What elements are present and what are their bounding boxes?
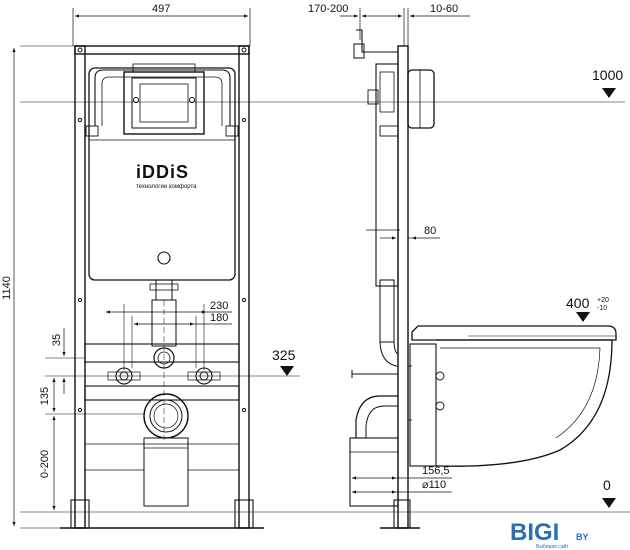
watermark-logo: BIGI BY Выбирая сайт <box>510 519 589 550</box>
brand-name: iDDiS <box>136 162 189 182</box>
level-marker-400 <box>576 312 590 322</box>
frame-top-bar <box>74 45 250 55</box>
dim-height-total: 1140 <box>1 276 13 300</box>
dim-wall-offset: 10-60 <box>430 3 458 15</box>
mark-325-label: 325 <box>272 347 296 363</box>
crossbar-bottom <box>84 385 240 401</box>
mark-1000-label: 1000 <box>592 67 623 83</box>
dim-180: 180 <box>210 312 228 324</box>
cistern-valve <box>157 251 171 265</box>
side-waste-pipe <box>349 437 399 507</box>
dim-156: 156,5 <box>422 465 450 477</box>
watermark-main: BIGI <box>510 519 559 546</box>
dim-230: 230 <box>210 300 228 312</box>
dim-front-offset: 170-200 <box>308 3 348 15</box>
flush-plate-inner <box>131 77 197 129</box>
crossbar-top <box>84 343 240 363</box>
tol-plus: +20 <box>597 297 609 304</box>
front-view <box>12 8 630 529</box>
watermark-tagline: Выбирая сайт <box>536 543 569 550</box>
waste-outlet <box>143 393 189 439</box>
toilet-seat <box>411 325 617 341</box>
dim-0-200: 0-200 <box>39 450 51 478</box>
mark-400-label: 400 <box>566 295 590 311</box>
watermark-suffix: BY <box>576 532 589 542</box>
side-cistern <box>375 63 399 287</box>
brand-tagline: технологии комфорта <box>136 184 197 190</box>
dim-35: 35 <box>51 334 63 346</box>
side-view <box>340 8 617 529</box>
toilet-bowl <box>436 339 613 467</box>
level-marker-1000 <box>602 88 616 98</box>
level-marker-0 <box>602 498 616 508</box>
side-flush-plate <box>407 69 435 129</box>
dim-135: 135 <box>39 387 51 405</box>
level-marker-325 <box>280 366 294 376</box>
mark-0-label: 0 <box>603 477 611 493</box>
dim-80: 80 <box>424 225 436 237</box>
side-post <box>397 45 409 529</box>
waste-pipe <box>143 437 189 507</box>
dim-110: ⌀110 <box>422 479 446 491</box>
dim-frame-width: 497 <box>152 3 170 15</box>
tol-minus: -10 <box>597 305 607 312</box>
